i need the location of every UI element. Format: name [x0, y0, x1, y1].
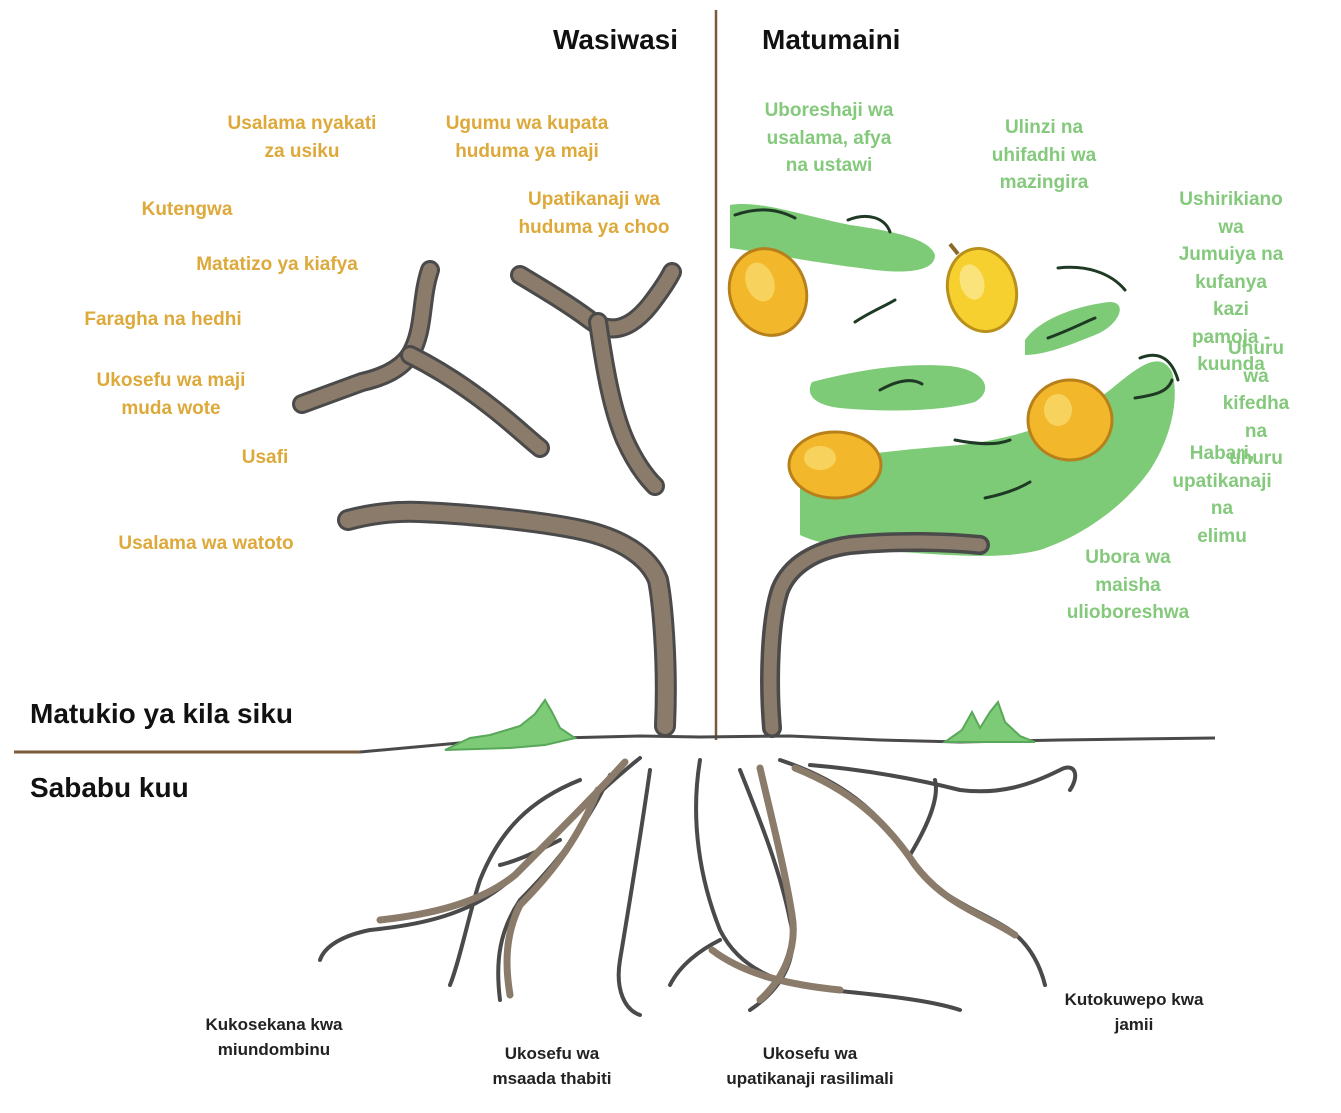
root-cause-label: Kutokuwepo kwa jamii [1065, 988, 1204, 1037]
fruit-icon [789, 432, 881, 498]
worry-label: Usalama wa watoto [118, 530, 293, 558]
root-cause-label: Kukosekana kwa miundombinu [205, 1013, 342, 1062]
root-cause-label: Ukosefu wa upatikanaji rasilimali [726, 1042, 893, 1091]
hope-label: Habari, upatikanaji na elimu [1163, 440, 1282, 550]
heading-root-causes: Sababu kuu [30, 772, 189, 804]
fruit-icon [938, 241, 1025, 340]
right-tree-trunk [770, 542, 980, 728]
left-tree [302, 270, 672, 726]
hope-label: Ulinzi na uhifadhi wa mazingira [992, 114, 1097, 197]
roots [320, 758, 1075, 1015]
hope-label: Uboreshaji wa usalama, afya na ustawi [765, 97, 894, 180]
worry-label: Ugumu wa kupata huduma ya maji [446, 110, 609, 165]
root-cause-label: Ukosefu wa msaada thabiti [492, 1042, 611, 1091]
worry-label: Ukosefu wa maji muda wote [97, 367, 246, 422]
worry-label: Usafi [242, 444, 288, 472]
worry-label: Usalama nyakati za usiku [228, 110, 377, 165]
worry-label: Upatikanaji wa huduma ya choo [519, 186, 670, 241]
heading-worries: Wasiwasi [553, 24, 678, 56]
grass-tufts [445, 700, 1035, 750]
right-tree-foliage [730, 204, 1175, 556]
fruit-icon [1028, 380, 1112, 460]
hope-label: Ubora wa maisha ulioboreshwa [1067, 544, 1189, 627]
worry-label: Kutengwa [142, 196, 233, 224]
heading-daily-events: Matukio ya kila siku [30, 698, 293, 730]
worry-label: Faragha na hedhi [84, 306, 241, 334]
heading-hopes: Matumaini [762, 24, 900, 56]
worry-label: Matatizo ya kiafya [196, 251, 358, 279]
